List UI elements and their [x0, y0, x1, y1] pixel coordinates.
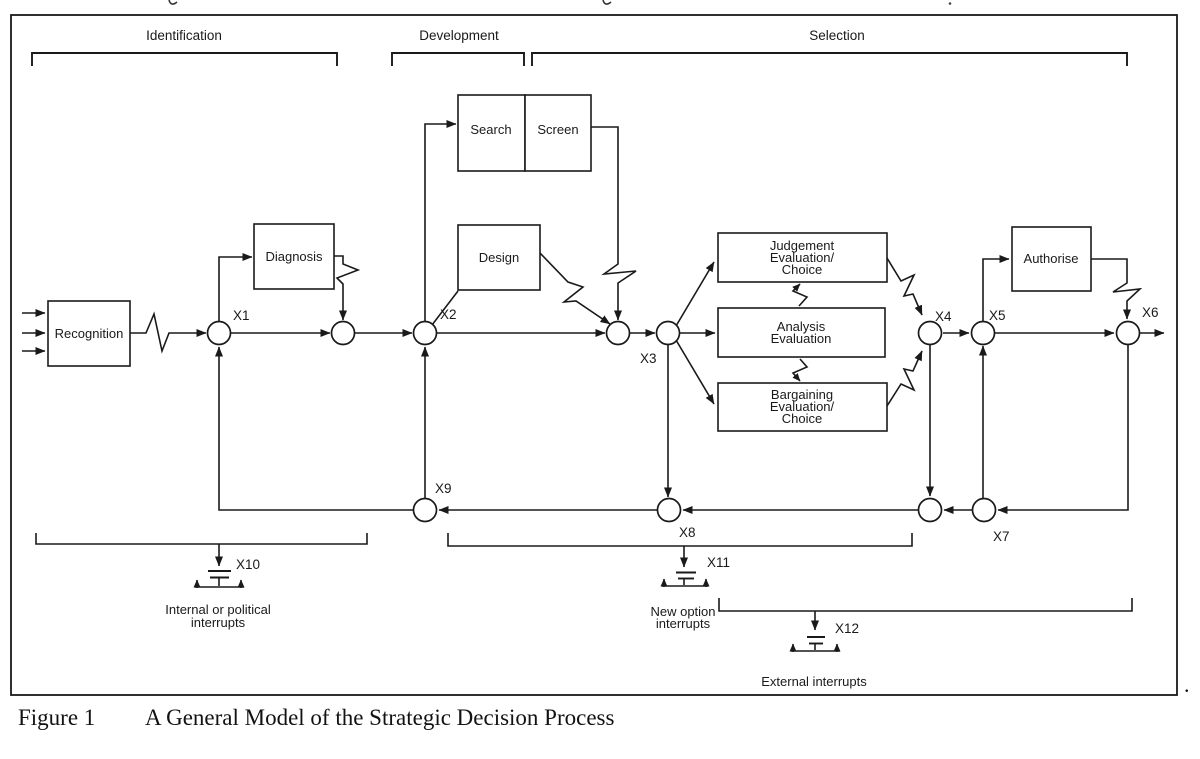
- node-unlabeled-before-x3: [605, 320, 631, 346]
- arrow-x5-to-authorise: [982, 255, 1010, 321]
- phase-label-identification: Identification: [146, 28, 222, 43]
- clipped-text-fragment: [168, 0, 178, 5]
- box-analysis-line1: Analysis: [777, 319, 826, 334]
- interrupt-x11-bracket: [447, 533, 913, 547]
- arrow-x6-to-x7: [997, 345, 1129, 514]
- node-x1-label: X1: [233, 308, 250, 323]
- node-x9-label: X9: [435, 481, 452, 496]
- box-analysis-evaluation: [717, 307, 886, 358]
- arrow-diagnosis-to-node-with-break: [334, 255, 361, 321]
- node-x2: [412, 320, 438, 346]
- node-x2-label: X2: [440, 307, 457, 322]
- box-judgement-line1: Judgement: [770, 238, 835, 253]
- connectors: [22, 120, 1165, 514]
- arrow-bargaining-to-x4-with-break: [886, 350, 923, 407]
- interrupt-x10-caption-line1: Internal or political: [165, 602, 271, 617]
- figure-caption-number: Figure 1: [18, 705, 96, 730]
- box-bargaining-line1: Bargaining: [771, 387, 833, 402]
- node-unlabeled-below-x4: [917, 497, 943, 523]
- arrow-x2-to-search: [424, 120, 457, 321]
- arrow-x3-to-bargaining: [675, 339, 715, 405]
- interrupt-x10-tee: [195, 578, 244, 588]
- interrupt-x12-caption-line1: External interrupts: [761, 674, 867, 689]
- interrupt-x10-caption-line2: interrupts: [191, 615, 246, 630]
- interrupt-x11-tee: [662, 579, 708, 587]
- arrow-judgement-to-x4-with-break: [886, 257, 923, 316]
- interrupt-x11: X11 New option interrupts: [447, 533, 913, 631]
- box-judgement-line2: Evaluation/: [770, 250, 835, 265]
- box-search: [457, 94, 526, 172]
- box-search-label: Search: [470, 122, 511, 137]
- phase-bracket-identification: [31, 52, 338, 66]
- interrupt-x11-label: X11: [707, 555, 730, 570]
- node-x8-label: X8: [679, 525, 696, 540]
- arrow-recognition-to-x1-with-break: [130, 311, 207, 354]
- box-screen: [524, 94, 592, 172]
- box-recognition: [47, 300, 131, 367]
- break-arrow-analysis-to-judgement: [791, 283, 809, 307]
- box-design: [457, 224, 541, 291]
- clipped-text-fragment: [602, 0, 612, 5]
- box-recognition-label: Recognition: [55, 326, 124, 341]
- arrow-x9-to-x1: [215, 346, 413, 511]
- interrupt-x10-bracket: [35, 533, 368, 545]
- break-arrow-analysis-to-bargaining: [791, 358, 809, 382]
- interrupt-x11-caption-line1: New option: [650, 604, 715, 619]
- box-design-label: Design: [479, 250, 519, 265]
- interrupt-x11-caption-line2: interrupts: [656, 616, 711, 631]
- arrow-x1-to-diagnosis: [218, 253, 253, 321]
- node-x4-label: X4: [935, 309, 952, 324]
- node-x7: [971, 497, 997, 523]
- box-bargaining-line3: Choice: [782, 411, 822, 426]
- figure-caption-title: A General Model of the Strategic Decisio…: [145, 705, 615, 730]
- interrupt-x12-bracket: [718, 598, 1133, 612]
- interrupt-x10-label: X10: [236, 557, 260, 572]
- phase-bracket-selection: [531, 52, 1128, 66]
- phase-label-development: Development: [419, 28, 499, 43]
- arrow-x3-to-judgement: [675, 261, 715, 327]
- node-x1: [206, 320, 232, 346]
- interrupt-x10: X10 Internal or political interrupts: [35, 533, 368, 630]
- box-authorise: [1011, 226, 1092, 292]
- phase-bracket-development: [391, 52, 525, 66]
- box-screen-label: Screen: [537, 122, 578, 137]
- interrupt-x12-label: X12: [835, 621, 859, 636]
- box-judgement-evaluation: [717, 232, 888, 283]
- process-boxes: Recognition Diagnosis Search Screen Desi…: [47, 94, 1092, 432]
- line-x2-to-design: [431, 290, 459, 326]
- node-x6-label: X6: [1142, 305, 1159, 320]
- box-authorise-label: Authorise: [1024, 251, 1079, 266]
- box-judgement-line3: Choice: [782, 262, 822, 277]
- node-x7-label: X7: [993, 529, 1010, 544]
- box-bargaining-evaluation: [717, 382, 888, 432]
- node-x6: [1115, 320, 1141, 346]
- clipped-text-fragment: [948, 2, 952, 5]
- figure-caption: Figure 1 A General Model of the Strategic…: [18, 705, 614, 731]
- node-x5-label: X5: [989, 308, 1006, 323]
- box-bargaining-line2: Evaluation/: [770, 399, 835, 414]
- node-x5: [970, 320, 996, 346]
- box-diagnosis-label: Diagnosis: [265, 249, 323, 264]
- box-analysis-line2: Evaluation: [771, 331, 832, 346]
- interrupt-x12-tee: [791, 644, 840, 652]
- clipped-text-fragments: [168, 0, 952, 5]
- phase-label-selection: Selection: [809, 28, 865, 43]
- figure-border: [10, 14, 1178, 696]
- node-x3: [655, 320, 681, 346]
- box-diagnosis: [253, 223, 335, 290]
- node-x3-label: X3: [640, 351, 657, 366]
- node-x4: [917, 320, 943, 346]
- strategic-decision-diagram: Identification Development Selection Rec…: [10, 0, 1178, 696]
- junction-nodes: X1 X2 X3 X4 X5 X6 X7 X8 X9: [206, 305, 1159, 544]
- node-x8: [656, 497, 682, 523]
- node-unlabeled-after-x1: [330, 320, 356, 346]
- interrupt-x12: X12 External interrupts: [718, 598, 1133, 689]
- arrow-screen-to-node-with-break: [591, 126, 637, 321]
- arrow-authorise-to-x6-with-break: [1091, 258, 1143, 320]
- node-x9: [412, 497, 438, 523]
- arrow-design-to-node-with-break: [539, 252, 611, 325]
- stray-period: .: [1184, 672, 1190, 697]
- phase-headers: Identification Development Selection: [31, 28, 1128, 66]
